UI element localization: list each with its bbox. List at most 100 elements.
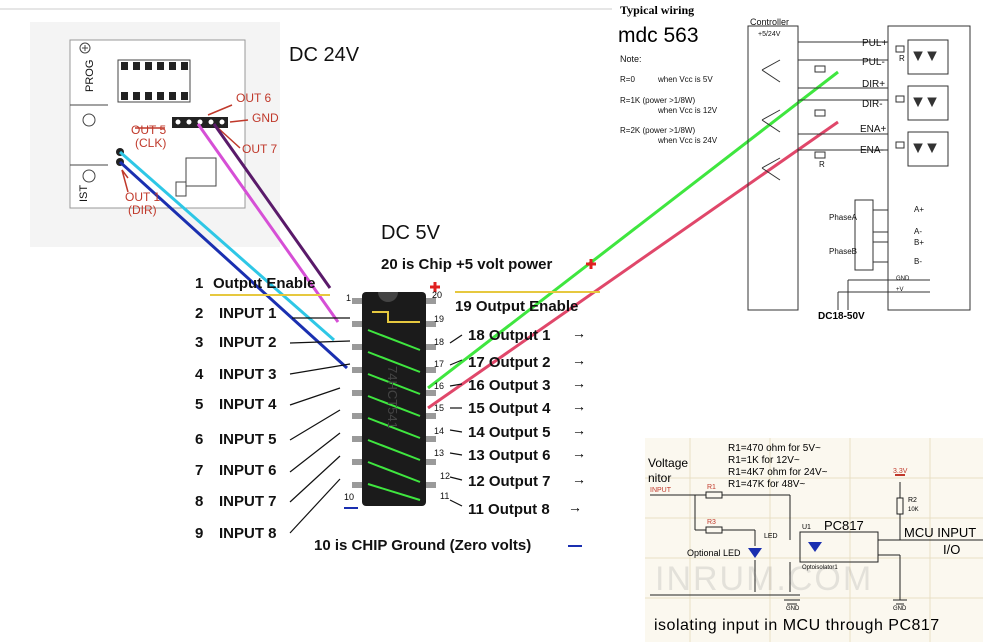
- r0-desc: when Vcc is 5V: [658, 75, 713, 84]
- input-label: INPUT: [650, 487, 671, 494]
- out7-label: OUT 7: [242, 142, 278, 156]
- gnd-label-1: GND: [786, 606, 800, 612]
- right-leaders: [210, 291, 600, 547]
- driver-gnd: GND: [896, 276, 910, 282]
- right-pin-label-19: 19 Output Enable: [455, 298, 579, 315]
- right-pin-label-14: 14 Output 5: [468, 424, 551, 441]
- left-pin-num-2: 2: [195, 305, 204, 322]
- motor-b-minus: B-: [914, 257, 922, 266]
- prog-label: PROG: [84, 59, 96, 92]
- arrow-right-icon: →: [572, 445, 586, 461]
- dir-label: (DIR): [128, 203, 157, 217]
- dc24-label: DC 24V: [289, 44, 360, 66]
- wire-pink: [427, 120, 839, 410]
- left-pin-num-4: 4: [195, 366, 204, 383]
- controller-label: Controller: [750, 17, 790, 27]
- optoisolator-label: Optoisolator1: [802, 565, 838, 571]
- r-note-2: R1=1K for 12V~: [728, 455, 800, 466]
- left-pin-label-2: INPUT 1: [219, 305, 277, 322]
- chip-name: 74HCT541: [385, 366, 400, 429]
- wiring-model: mdc 563: [618, 24, 699, 47]
- out5-label: OUT 5: [131, 123, 167, 137]
- pc817-label: PC817: [824, 518, 864, 533]
- r2-desc: when Vcc is 24V: [658, 136, 718, 145]
- voltage-label: Voltage: [648, 456, 689, 470]
- left-pin-num-9: 9: [195, 525, 204, 542]
- dc5-label: DC 5V: [381, 222, 440, 244]
- gnd-label: GND: [252, 111, 279, 125]
- wire-magenta: [196, 123, 340, 323]
- r-label: R: [899, 54, 905, 63]
- right-pin-num-18: 18: [434, 337, 445, 347]
- plus-icon: [430, 259, 596, 292]
- signal-pul-minus: PUL-: [862, 57, 885, 68]
- right-pin-num-19: 19: [434, 314, 445, 324]
- r2-label-opto: R2: [908, 497, 917, 504]
- signal-dir-plus: DIR+: [862, 79, 886, 90]
- arrow-right-icon: →: [572, 325, 586, 341]
- left-pin-num-6: 6: [195, 431, 204, 448]
- right-pin-label-12: 12 Output 7: [468, 473, 551, 490]
- gnd-label-2: GND: [893, 606, 907, 612]
- phase-a-label: PhaseA: [829, 213, 858, 222]
- wiring-title: Typical wiring: [620, 3, 695, 17]
- left-pin-num-8: 8: [195, 493, 204, 510]
- wire-purple: [212, 123, 332, 289]
- left-pin-label-4: INPUT 3: [219, 366, 277, 383]
- pin20-note: 20 is Chip +5 volt power: [381, 256, 553, 273]
- out1-label: OUT 1: [125, 190, 161, 204]
- clk-label: (CLK): [135, 136, 167, 150]
- opto-caption: isolating input in MCU through PC817: [654, 617, 940, 634]
- wire-cyan: [119, 150, 335, 342]
- r2-label: R=2K (power >1/8W): [620, 126, 696, 135]
- right-pin-label-17: 17 Output 2: [468, 354, 551, 371]
- v33-label: 3.3V: [893, 468, 908, 475]
- phase-b-label: PhaseB: [829, 247, 858, 256]
- left-pin-label-6: INPUT 5: [219, 431, 277, 448]
- out6-label: OUT 6: [236, 91, 272, 105]
- nitor-label: nitor: [648, 471, 672, 485]
- r-note-4: R1=47K for 48V~: [728, 479, 806, 490]
- right-pin-num-16: 16: [434, 381, 445, 391]
- mcu-input-label: MCU INPUT: [904, 525, 977, 540]
- arrow-right-icon: →: [568, 499, 582, 515]
- right-pin-num-14: 14: [434, 426, 445, 436]
- left-pin-label-8: INPUT 7: [219, 493, 277, 510]
- left-pin-label-1: Output Enable: [213, 275, 316, 292]
- motor-a-minus: A-: [914, 227, 922, 236]
- left-pin-label-5: INPUT 4: [219, 396, 277, 413]
- signal-pul-plus: PUL+: [862, 38, 888, 49]
- left-pin-num-5: 5: [195, 396, 204, 413]
- r1-label: R=1K (power >1/8W): [620, 96, 696, 105]
- arrow-right-icon: →: [572, 471, 586, 487]
- r-note-1: R1=470 ohm for 5V~: [728, 443, 821, 454]
- r-label-controller: R: [819, 160, 825, 169]
- right-pin-label-16: 16 Output 3: [468, 377, 551, 394]
- u1-label: U1: [802, 524, 811, 531]
- optocoupler-schematic: [645, 438, 983, 642]
- r3-label: R3: [707, 519, 716, 526]
- right-pin-label-15: 15 Output 4: [468, 400, 551, 417]
- motor-a-plus: A+: [914, 205, 925, 214]
- signal-ena-plus: ENA+: [860, 124, 887, 135]
- r2-value: 10K: [908, 507, 919, 513]
- driver-vplus: +V: [896, 287, 904, 293]
- watermark: INRUM.COM: [655, 560, 874, 598]
- wire-blue: [118, 160, 349, 370]
- arrow-right-icon: →: [572, 422, 586, 438]
- pin20-num: 20: [432, 290, 443, 300]
- arrow-right-icon: →: [572, 352, 586, 368]
- right-pin-num-12: 12: [440, 471, 451, 481]
- left-pin-label-9: INPUT 8: [219, 525, 277, 542]
- left-pin-num-1: 1: [195, 275, 204, 292]
- r-note-3: R1=4K7 ohm for 24V~: [728, 467, 828, 478]
- led-label: LED: [764, 533, 778, 540]
- right-pin-num-13: 13: [434, 448, 445, 458]
- ic-chip: [352, 292, 436, 506]
- signal-ena-minus: ENA-: [860, 145, 884, 156]
- arrow-right-icon: →: [572, 375, 586, 391]
- left-pin-label-7: INPUT 6: [219, 462, 277, 479]
- stepper-board: [30, 22, 280, 247]
- r1-label-opto: R1: [707, 484, 716, 491]
